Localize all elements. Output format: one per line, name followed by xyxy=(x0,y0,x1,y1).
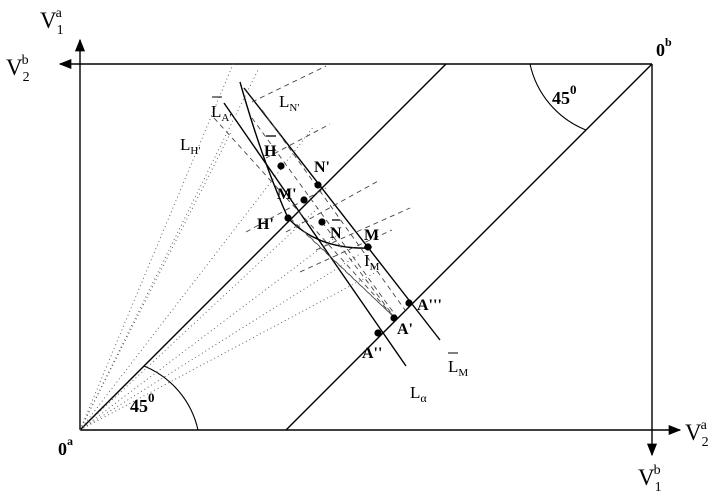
label-v2b: V2b xyxy=(6,53,30,85)
dashed-L-N-prime xyxy=(261,109,406,311)
ray-1 xyxy=(79,61,235,431)
curve-I-M xyxy=(287,217,371,249)
label-M: M xyxy=(364,227,379,244)
label-M-prime: M' xyxy=(277,186,297,203)
angle-arc-lower-left xyxy=(143,365,199,431)
ray-6 xyxy=(79,231,343,431)
dashed-L-A-prime xyxy=(213,117,396,319)
diagonal-from-origin-a xyxy=(79,63,447,431)
point-H-prime xyxy=(284,214,292,222)
dashed-to-A-prime-2 xyxy=(305,233,396,319)
point-N-prime xyxy=(314,181,322,189)
curve-upper xyxy=(239,81,289,219)
dashed-to-A-prime-3 xyxy=(321,221,396,319)
dashed-mid-6 xyxy=(299,229,393,273)
diagonal-to-origin-b xyxy=(285,63,653,431)
label-H-bar: H xyxy=(264,143,277,160)
label-L-alpha: Lα xyxy=(410,383,427,405)
label-v2a: V2a xyxy=(685,418,709,450)
label-N-bar: N xyxy=(330,225,342,242)
ray-5 xyxy=(79,205,321,431)
label-L-A-prime: LA' xyxy=(211,102,231,124)
point-A-prime xyxy=(390,314,398,322)
label-A-prime: A' xyxy=(397,321,413,338)
label-N-prime: N' xyxy=(314,159,330,176)
ray-2 xyxy=(79,69,259,431)
label-origin-b: 0b xyxy=(656,35,672,60)
label-A-triple: A''' xyxy=(417,297,442,314)
point-N-bar xyxy=(318,218,326,226)
line-L-M-bar xyxy=(243,87,441,341)
label-v1b: V1b xyxy=(638,463,662,495)
dashed-mid-4 xyxy=(245,187,327,233)
label-angle-lower-left: 450 xyxy=(130,390,155,416)
axes-group xyxy=(58,38,682,457)
line-L-alpha xyxy=(223,102,407,367)
label-L-M-bar: LM xyxy=(448,357,468,379)
label-H-prime: H' xyxy=(257,216,274,233)
label-L-N-prime: LN' xyxy=(279,92,299,114)
label-angle-upper-right: 450 xyxy=(552,82,577,108)
dashed-mid-1 xyxy=(251,65,327,103)
point-H-bar xyxy=(277,162,285,170)
ray-3 xyxy=(79,129,233,431)
ray-7 xyxy=(79,253,361,431)
point-A-double xyxy=(374,329,382,337)
ray-8 xyxy=(79,269,381,431)
dashed-through-N-bar xyxy=(251,117,397,317)
ray-4 xyxy=(79,125,315,431)
label-origin-a: 0a xyxy=(58,434,73,459)
dashed-mid-5 xyxy=(315,207,411,251)
label-L-H-prime: LH' xyxy=(180,135,200,157)
label-A-double: A'' xyxy=(362,345,382,362)
dashed-mid-2 xyxy=(265,123,331,159)
label-I-M: IM xyxy=(364,251,380,273)
point-M-prime xyxy=(300,196,308,204)
point-A-triple xyxy=(405,299,413,307)
angle-arc-upper-right xyxy=(529,63,587,131)
label-v1a: V1a xyxy=(40,6,64,38)
